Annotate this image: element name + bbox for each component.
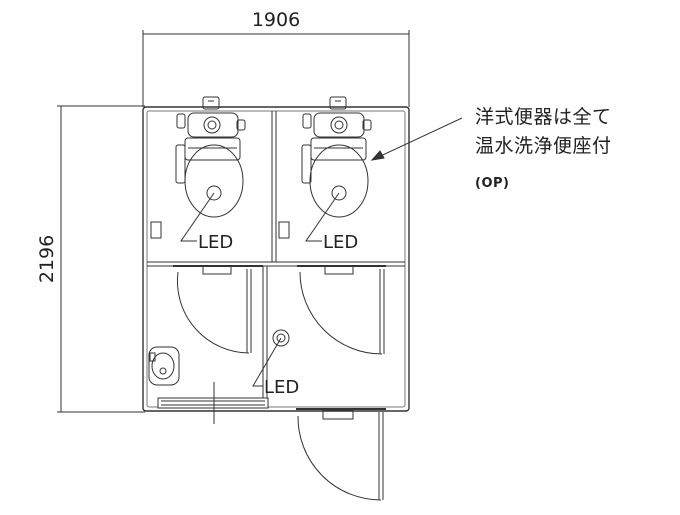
note-arrow-head <box>370 150 385 161</box>
width-dimension-label: 1906 <box>252 9 300 31</box>
paper-holder-right <box>278 221 290 239</box>
front-window-left <box>157 382 269 424</box>
depth-dimension-label: 2196 <box>36 235 58 283</box>
led-label-right: LED <box>323 232 358 253</box>
entrance-door <box>296 408 386 501</box>
option-label: (OP) <box>475 176 510 191</box>
toilet-right <box>301 96 372 218</box>
led-label-lobby: LED <box>264 377 299 398</box>
partition-wall-lower <box>262 266 268 407</box>
led-label-left: LED <box>198 232 233 253</box>
partition-wall-vertical <box>271 111 277 262</box>
note-line-1: 洋式便器は全て <box>475 106 612 128</box>
led-leader-lobby <box>252 337 282 387</box>
led-leader-left <box>180 192 215 242</box>
door-right-toilet <box>297 265 386 355</box>
ceiling-light-lobby-inner <box>276 333 286 343</box>
note-leader-line <box>371 117 463 161</box>
toilet-note: 洋式便器は全て 温水洗浄便座付 (OP) <box>475 103 612 197</box>
door-left-toilet <box>173 265 263 354</box>
paper-holder-left <box>150 221 162 239</box>
ceiling-light-lobby <box>272 329 290 347</box>
hand-wash-basin <box>148 346 180 386</box>
led-leader-right <box>305 192 340 242</box>
note-line-2: 温水洗浄便座付 <box>475 135 612 157</box>
toilet-left <box>175 96 246 218</box>
